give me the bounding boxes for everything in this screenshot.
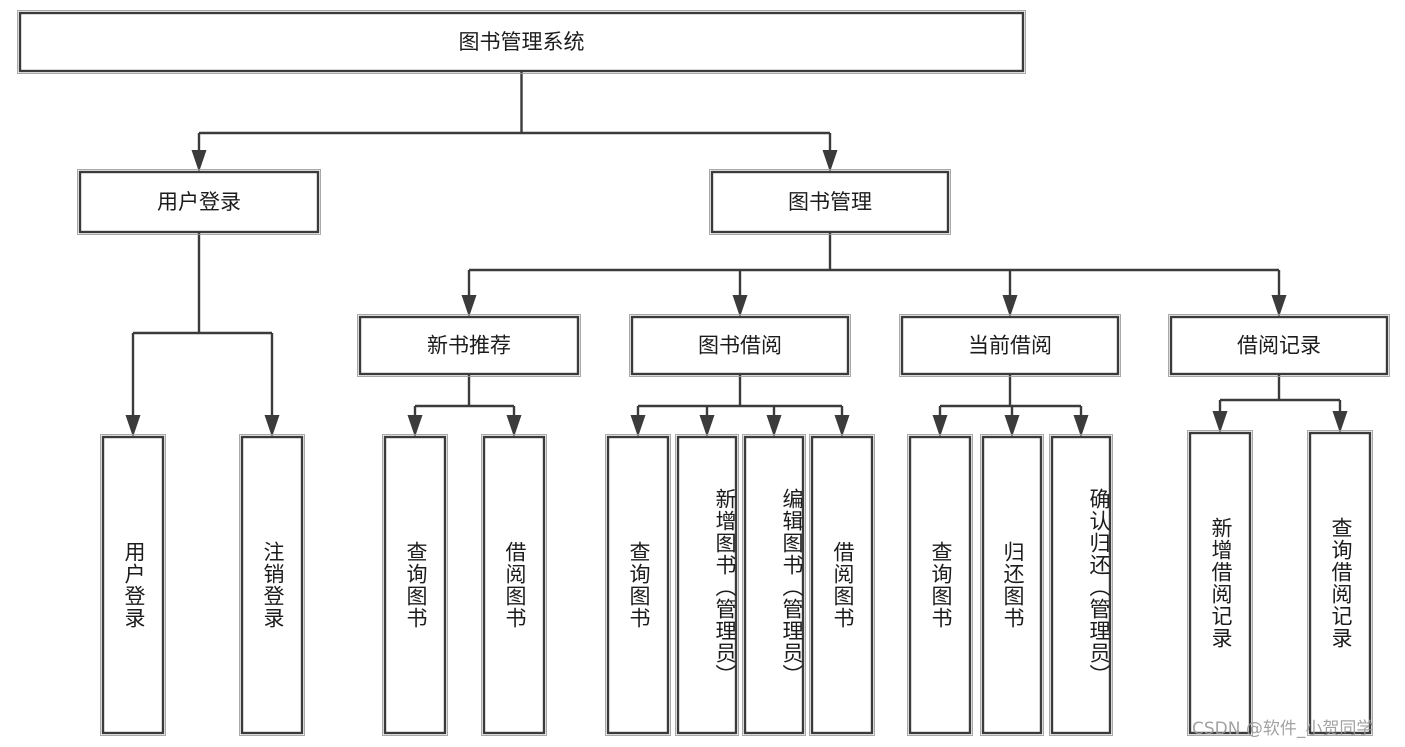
node-box-shadow: [899, 314, 1121, 377]
node-box: [1188, 431, 1252, 735]
node-box: [78, 170, 320, 234]
node-leaf-add-record[interactable]: [1187, 430, 1253, 736]
node-box: [908, 435, 972, 735]
arrow-head-icon: [1073, 415, 1089, 437]
connector-layer: [125, 71, 1348, 437]
arrow-head-icon: [732, 295, 748, 317]
node-leaf-borrow-book-2[interactable]: [809, 434, 875, 736]
node-box-shadow: [809, 434, 875, 736]
node-box: [981, 435, 1043, 735]
node-box: [710, 170, 950, 234]
node-box-shadow: [17, 10, 1026, 74]
arrow-head-icon: [461, 295, 477, 317]
node-box-shadow: [675, 434, 739, 736]
node-box-shadow: [629, 314, 851, 377]
arrow-head-icon: [1002, 295, 1018, 317]
node-box: [1308, 431, 1372, 735]
node-leaf-user-login[interactable]: [100, 434, 166, 736]
node-box-shadow: [357, 314, 581, 377]
arrow-head-icon: [834, 415, 850, 437]
node-box-shadow: [709, 169, 951, 235]
node-box-shadow: [1307, 430, 1373, 736]
node-box: [606, 435, 670, 735]
node-user-login[interactable]: [77, 169, 321, 235]
node-leaf-query-book-3[interactable]: [907, 434, 973, 736]
node-new-book-rec[interactable]: [357, 314, 581, 377]
node-leaf-return-book[interactable]: [980, 434, 1044, 736]
node-box-shadow: [605, 434, 671, 736]
arrow-head-icon: [1212, 411, 1228, 433]
node-box: [1050, 435, 1112, 735]
node-label: 借阅记录: [1237, 334, 1321, 358]
arrow-head-icon: [1332, 411, 1348, 433]
arrow-head-icon: [766, 415, 782, 437]
node-box-shadow: [1049, 434, 1113, 736]
arrow-head-icon: [1004, 415, 1020, 437]
arrow-head-icon: [264, 415, 280, 437]
node-box: [101, 435, 165, 735]
node-current-borrow[interactable]: [899, 314, 1121, 377]
arrow-head-icon: [699, 415, 715, 437]
node-box-shadow: [1187, 430, 1253, 736]
arrow-head-icon: [506, 415, 522, 437]
node-box-shadow: [907, 434, 973, 736]
arrow-head-icon: [630, 415, 646, 437]
node-box: [743, 435, 805, 735]
node-box-shadow: [1168, 314, 1390, 377]
node-leaf-borrow-book-1[interactable]: [481, 434, 547, 736]
node-box: [383, 435, 447, 735]
node-box-shadow: [481, 434, 547, 736]
node-box: [240, 435, 304, 735]
node-leaf-query-record[interactable]: [1307, 430, 1373, 736]
node-box-shadow: [100, 434, 166, 736]
node-leaf-edit-book[interactable]: [742, 434, 806, 736]
watermark-text: CSDN @软件_小贺同学: [1192, 719, 1374, 739]
node-label: 图书借阅: [698, 334, 782, 358]
node-book-manage[interactable]: [709, 169, 951, 235]
arrow-head-icon: [1271, 295, 1287, 317]
node-box-shadow: [742, 434, 806, 736]
arrow-head-icon: [407, 415, 423, 437]
node-box-shadow: [382, 434, 448, 736]
arrow-head-icon: [125, 415, 141, 437]
node-leaf-logout[interactable]: [239, 434, 305, 736]
node-label: 新书推荐: [427, 334, 511, 358]
node-label: 当前借阅: [968, 334, 1052, 358]
node-box-shadow: [239, 434, 305, 736]
node-borrow-record[interactable]: [1168, 314, 1390, 377]
arrow-head-icon: [822, 150, 838, 172]
node-box-shadow: [980, 434, 1044, 736]
arrow-head-icon: [932, 415, 948, 437]
node-box: [900, 315, 1120, 376]
node-book-borrow[interactable]: [629, 314, 851, 377]
node-label: 图书管理系统: [459, 30, 585, 54]
node-root[interactable]: [17, 10, 1026, 74]
node-leaf-add-book[interactable]: [675, 434, 739, 736]
node-box: [358, 315, 580, 376]
arrow-head-icon: [191, 150, 207, 172]
node-box: [810, 435, 874, 735]
node-box: [1169, 315, 1389, 376]
node-leaf-query-book-1[interactable]: [382, 434, 448, 736]
node-box-shadow: [77, 169, 321, 235]
node-box: [676, 435, 738, 735]
node-label: 图书管理: [788, 190, 872, 214]
node-leaf-query-book-2[interactable]: [605, 434, 671, 736]
node-box: [630, 315, 850, 376]
node-leaf-confirm-return[interactable]: [1049, 434, 1113, 736]
node-box: [18, 11, 1025, 73]
node-box: [482, 435, 546, 735]
node-label: 用户登录: [157, 190, 241, 214]
